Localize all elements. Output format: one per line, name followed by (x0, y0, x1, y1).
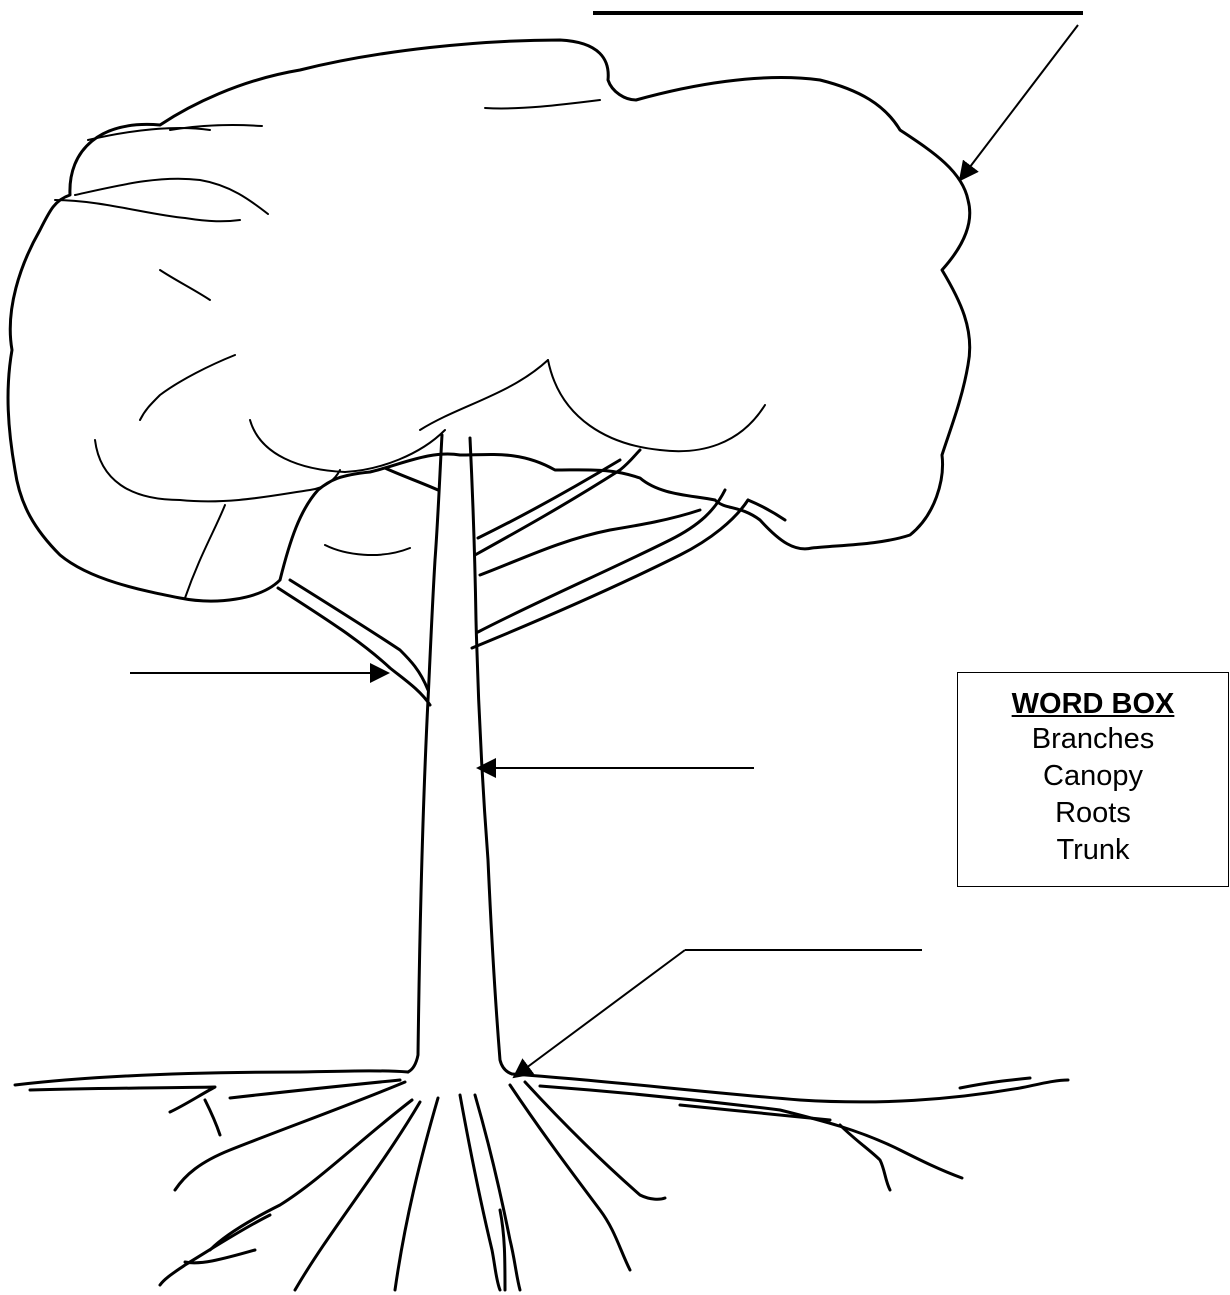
word-box: WORD BOX Branches Canopy Roots Trunk (957, 672, 1229, 887)
branches-drawing (278, 450, 785, 705)
word-box-list: Branches Canopy Roots Trunk (958, 721, 1228, 869)
word-box-item: Roots (958, 795, 1228, 832)
roots-label-pointer (514, 950, 922, 1077)
roots-drawing (15, 1071, 1068, 1290)
canopy-drawing (8, 40, 970, 601)
trunk-drawing (408, 435, 512, 1074)
canopy-label-pointer (593, 13, 1083, 180)
word-box-item: Canopy (958, 758, 1228, 795)
word-box-title: WORD BOX (958, 687, 1228, 721)
word-box-item: Trunk (958, 832, 1228, 869)
word-box-item: Branches (958, 721, 1228, 758)
